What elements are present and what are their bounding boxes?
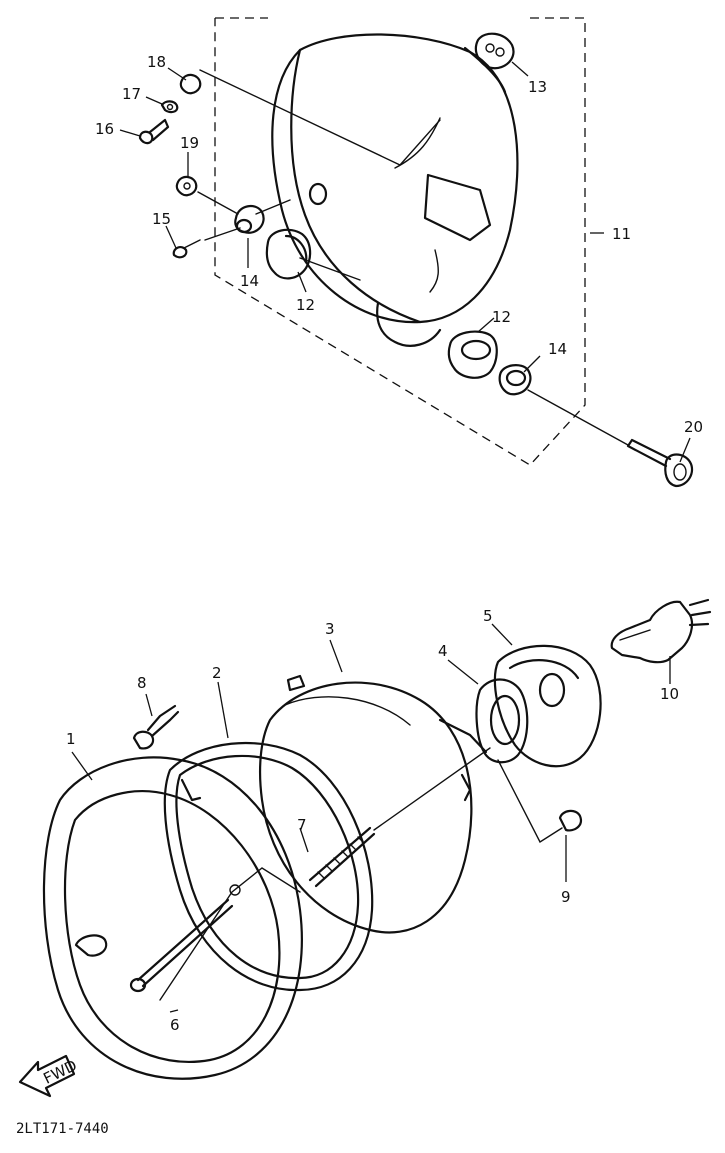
nut-19 — [175, 175, 198, 197]
adjusting-screw-6 — [129, 884, 241, 993]
callout-1: 1 — [66, 730, 76, 748]
callout-13: 13 — [528, 78, 547, 96]
adjuster-clip — [132, 704, 180, 750]
callout-4: 4 — [438, 642, 448, 660]
callout-17: 17 — [122, 85, 141, 103]
forward-arrow: FWD — [18, 1054, 80, 1098]
callout-5: 5 — [483, 607, 493, 625]
socket-clip — [558, 809, 582, 832]
grommet-13 — [474, 32, 515, 70]
callout-7: 7 — [297, 816, 307, 834]
forward-arrow-label: FWD — [40, 1056, 79, 1088]
callout-8: 8 — [137, 674, 147, 692]
callout-11: 11 — [612, 225, 631, 243]
assembly-boundary — [214, 17, 586, 466]
headlight-unit — [258, 674, 488, 934]
callout-15: 15 — [152, 210, 171, 228]
callout-16: 16 — [95, 120, 114, 138]
callout-14a: 14 — [240, 272, 259, 290]
mount-line-right — [527, 389, 629, 446]
screw-16 — [138, 118, 170, 145]
callout-2: 2 — [212, 664, 222, 682]
callout-14b: 14 — [548, 340, 567, 358]
callout-20: 20 — [684, 418, 703, 436]
grommet-14-left — [234, 204, 265, 234]
collar-12-left — [265, 228, 312, 280]
callout-19: 19 — [180, 134, 199, 152]
housing-assembly — [138, 17, 694, 488]
part-code: 2LT171-7440 — [16, 1121, 109, 1137]
bulb-socket — [475, 678, 529, 764]
callout-3: 3 — [325, 620, 335, 638]
mount-line-top — [199, 69, 441, 166]
axis-line-lower — [159, 747, 563, 1001]
callout-12b: 12 — [492, 308, 511, 326]
callout-12a: 12 — [296, 296, 315, 314]
washer-17 — [160, 100, 179, 114]
front-assembly — [42, 598, 712, 1080]
bolt-20 — [626, 438, 694, 488]
leader-lines-lower — [71, 623, 671, 1013]
bulb-cover — [493, 644, 602, 768]
callout-9: 9 — [561, 888, 571, 906]
callout-18: 18 — [147, 53, 166, 71]
headlight-bulb — [610, 598, 712, 664]
headlight-rim — [42, 756, 303, 1080]
collar-12-right — [447, 330, 498, 379]
screw-15 — [172, 239, 201, 259]
adjusting-screw-7 — [308, 826, 376, 888]
callout-labels: 1 2 3 4 5 6 7 8 9 10 11 12 12 13 14 14 1… — [66, 53, 703, 1034]
spacer-18 — [179, 73, 202, 95]
callout-10: 10 — [660, 685, 679, 703]
callout-6: 6 — [170, 1016, 180, 1034]
leader-lines-upper — [119, 61, 691, 463]
mount-line-left — [197, 191, 361, 281]
retainer-ring — [163, 741, 374, 992]
grommet-14-right — [498, 364, 532, 396]
